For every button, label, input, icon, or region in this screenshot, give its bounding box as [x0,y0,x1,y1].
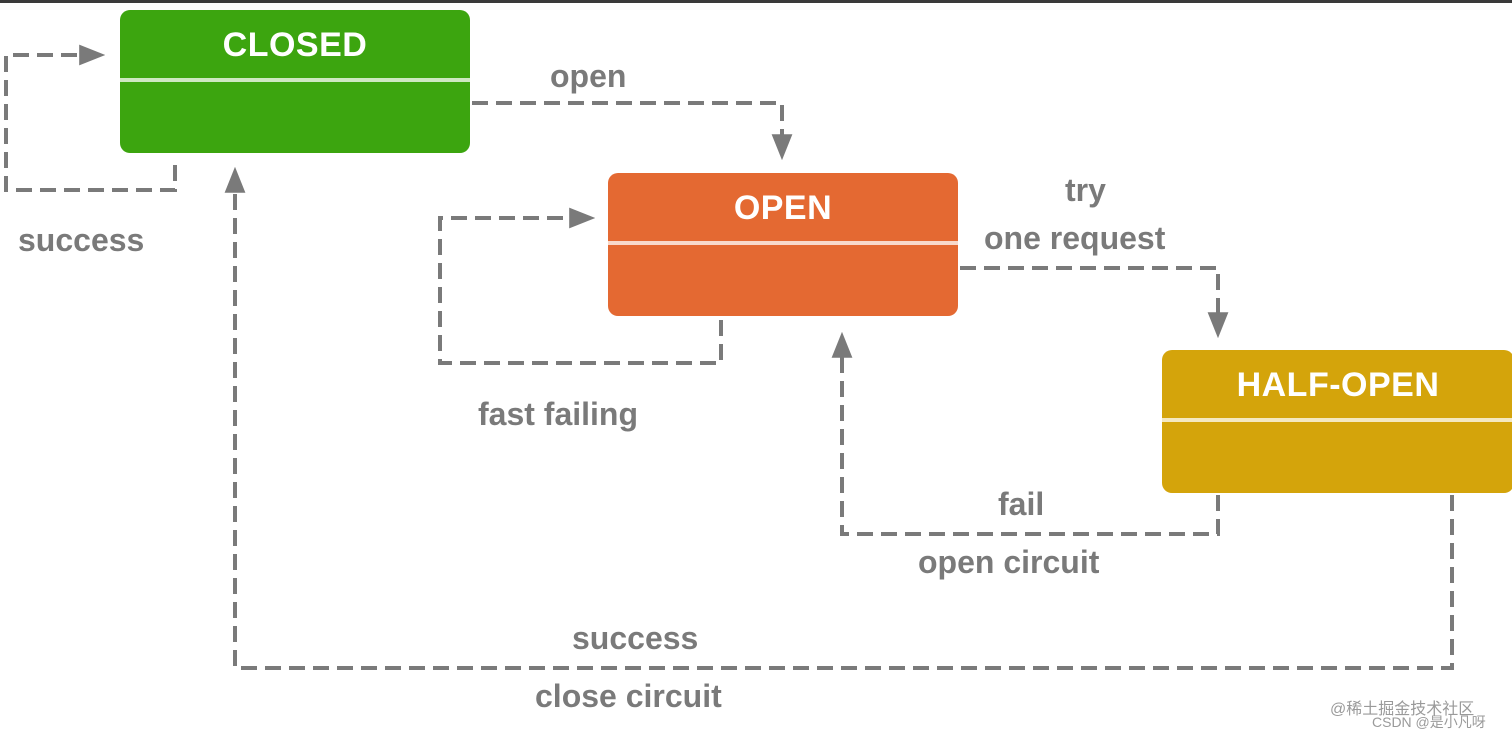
state-closed-divider [120,78,470,82]
label-one-request: one request [984,220,1166,256]
watermark-line1: @稀土掘金技术社区 [1330,701,1475,718]
state-open: OPEN [608,173,958,316]
label-half-success: success [572,620,699,656]
label-fast-failing: fast failing [478,396,639,432]
label-try: try [1065,172,1106,208]
state-open-label: OPEN [733,188,833,227]
label-close-circuit: close circuit [535,678,722,714]
top-border [0,0,1512,3]
label-closed-success: success [18,222,145,258]
state-closed-label: CLOSED [222,25,368,64]
edge-closed-to-open [472,101,793,161]
edge-open-to-half-open [960,266,1229,339]
state-half-open-divider [1162,418,1512,422]
state-half-open-label: HALF-OPEN [1236,365,1440,404]
edge-half-open-to-open [831,331,1220,536]
label-open-circuit: open circuit [918,544,1100,580]
edge-half-open-to-closed [224,166,1454,670]
edge-open-fast-failing-loop [438,207,723,365]
state-open-divider [608,241,958,245]
state-half-open: HALF-OPEN [1162,350,1512,493]
edge-closed-success-loop [4,44,177,192]
label-fail: fail [998,486,1045,522]
watermark-line2: CSDN @是小凡呀 [1372,714,1486,730]
state-closed: CLOSED [120,10,470,153]
label-closed-to-open: open [550,58,627,94]
